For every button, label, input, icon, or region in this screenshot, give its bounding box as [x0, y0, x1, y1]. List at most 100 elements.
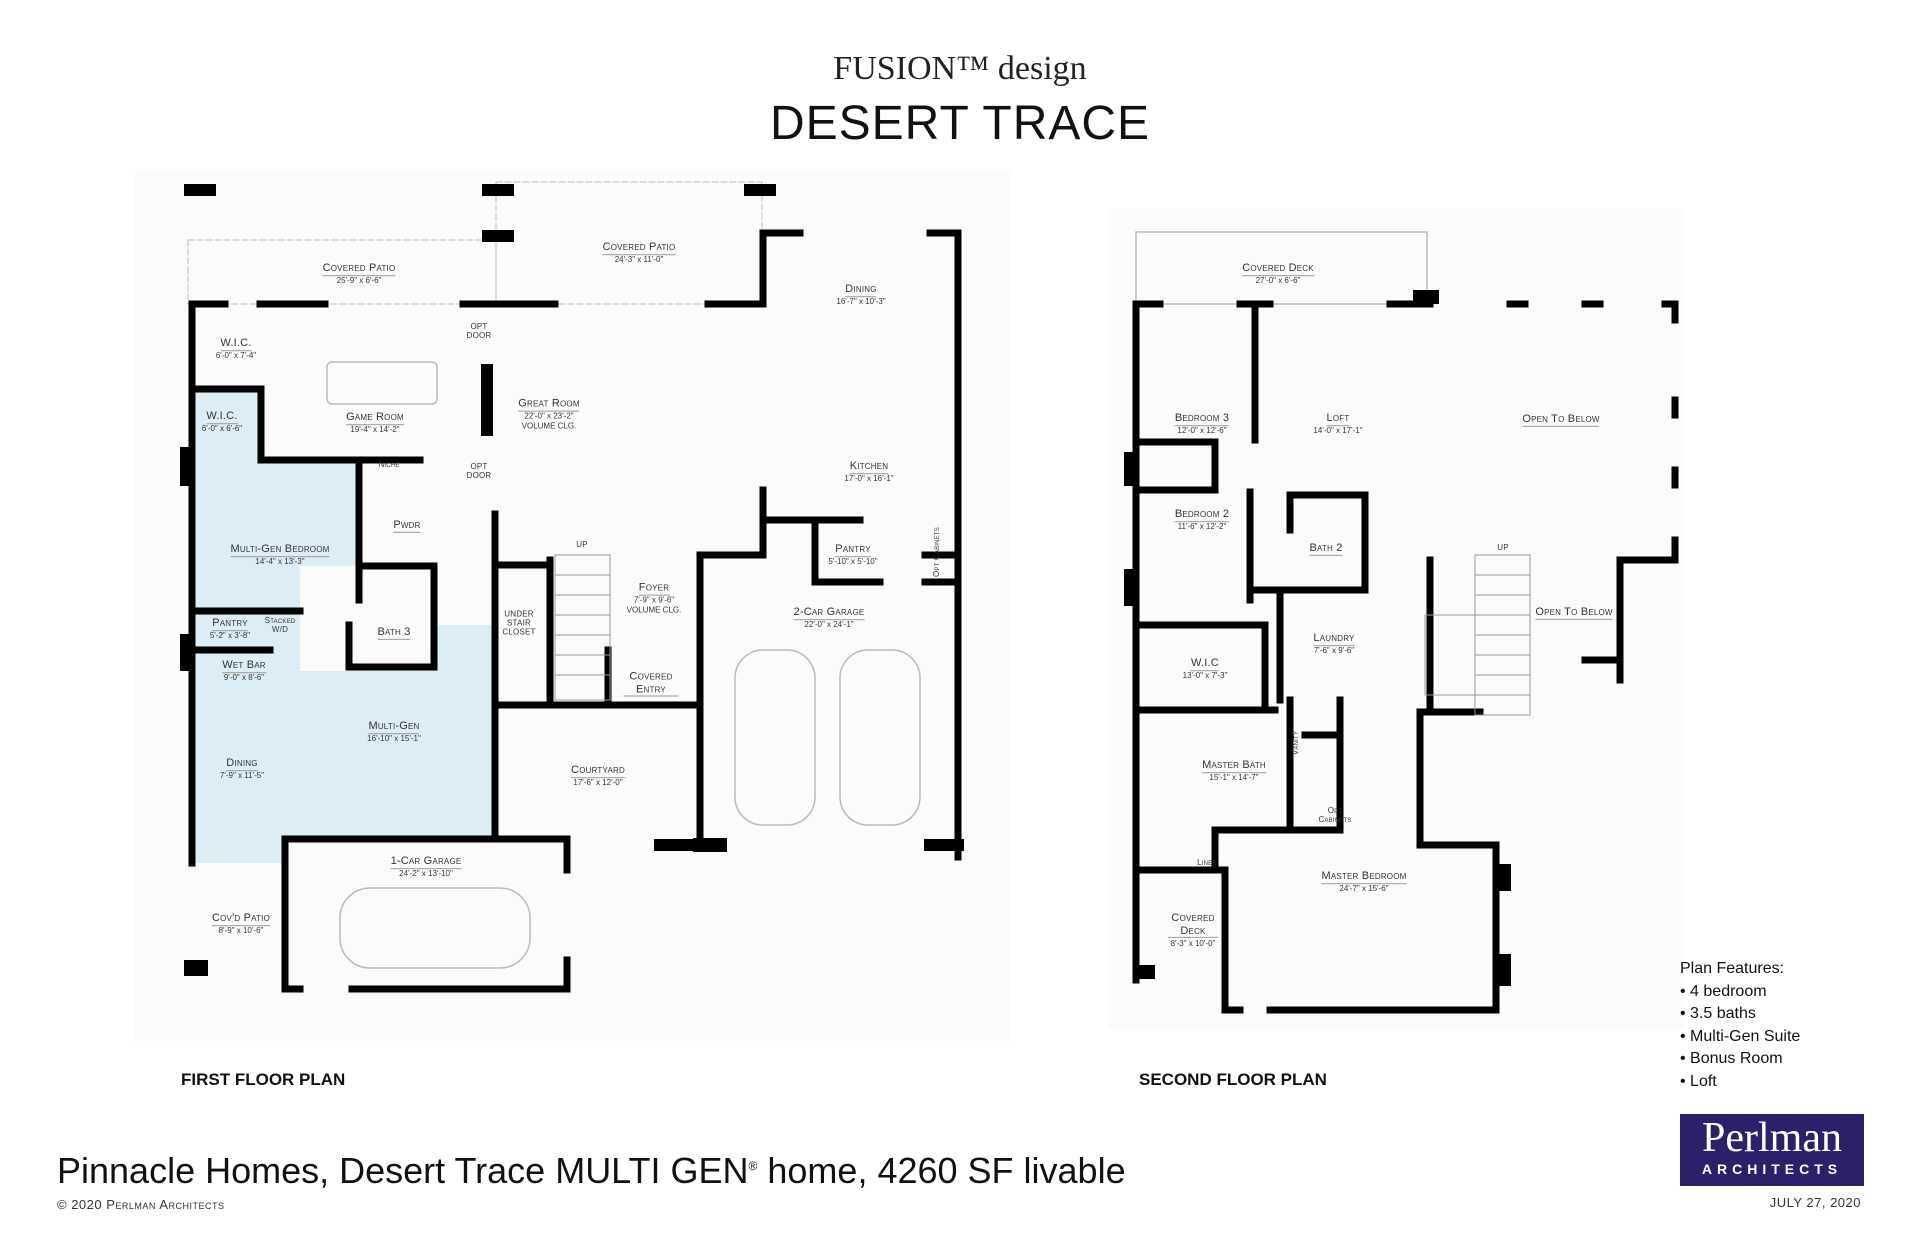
- room-name: Covered Deck: [1168, 912, 1218, 939]
- label-stacked-wd: Stacked W/D: [264, 616, 296, 638]
- second-floor-stairs: [1424, 554, 1531, 716]
- footer-text-b: home, 4260 SF livable: [757, 1150, 1126, 1191]
- room-name: UNDER STAIR CLOSET: [502, 609, 536, 637]
- room-bath-2: Bath 2: [1309, 538, 1343, 556]
- room-dims: 6'-0" x 6'-6": [201, 424, 243, 434]
- first-floor-plan-label: FIRST FLOOR PLAN: [181, 1070, 346, 1089]
- room-name: Niche: [378, 459, 400, 469]
- room-bath-3: Bath 3: [377, 622, 411, 640]
- feature-item: • 4 bedroom: [1680, 982, 1767, 1000]
- room-name: Dining: [845, 283, 877, 297]
- room-dims: 19'-4" x 14'-2": [350, 425, 400, 435]
- room-name: Courtyard: [571, 764, 625, 778]
- room-name: Multi-Gen Bedroom: [230, 543, 330, 557]
- room-name: Covered Patio: [322, 262, 396, 276]
- room-name: OPT DOOR: [466, 462, 492, 481]
- room-wic-2: W.I.C.6'-0" x 6'-6": [202, 406, 242, 434]
- second-floor-plan-label: SECOND FLOOR PLAN: [1139, 1070, 1327, 1089]
- room-name: Open To Below: [1522, 412, 1600, 427]
- room-dims: 7'-9" x 9'-6": [633, 596, 675, 606]
- room-name: Master Bath: [1202, 759, 1266, 773]
- room-name: Pwdr: [393, 518, 421, 533]
- room-dims: 22'-0" x 24'-1": [804, 620, 854, 630]
- footer-description: Pinnacle Homes, Desert Trace MULTI GEN® …: [57, 1150, 1126, 1192]
- room-dims: 25'-9" x 6'-6": [336, 276, 382, 286]
- room-dims: 5'-10" x 5'-10": [828, 557, 878, 567]
- room-name: W.I.C.: [220, 337, 252, 351]
- room-dims: 9'-0" x 8'-6": [223, 673, 265, 683]
- room-name: Pantry: [835, 543, 871, 557]
- room-dims: 6'-0" x 7'-4": [215, 351, 257, 361]
- room-name: Covered Deck: [1242, 262, 1314, 276]
- room-name: OPT DOOR: [466, 322, 492, 341]
- room-wic-1: W.I.C.6'-0" x 7'-4": [216, 333, 256, 361]
- registered-mark: ®: [748, 1159, 758, 1173]
- label-open-to-below-1: Open To Below: [1522, 409, 1600, 427]
- multigen-suite-highlight: [196, 389, 495, 863]
- room-name: W.I.C: [1191, 657, 1219, 671]
- room-name: Opt Cabinets: [931, 527, 941, 577]
- room-name: Bath 2: [1309, 541, 1343, 556]
- page-title: DESERT TRACE: [769, 97, 1151, 150]
- copyright: © 2020 Perlman Architects: [57, 1197, 225, 1212]
- label-opt-door-2: OPT DOOR: [464, 462, 494, 484]
- room-dims: 14'-4" x 13'-3": [255, 557, 305, 567]
- label-open-to-below-2: Open To Below: [1535, 602, 1613, 620]
- room-name: Bedroom 2: [1174, 508, 1230, 522]
- room-name: Covered Patio: [602, 241, 676, 255]
- feature-item: • 3.5 baths: [1680, 1005, 1756, 1022]
- room-name: Cov'd Patio: [211, 912, 271, 926]
- room-dims: 16'-10" x 15'-1": [367, 734, 421, 744]
- room-dims: 24'-2" x 13'-10": [399, 869, 453, 879]
- room-name: Kitchen: [849, 460, 889, 474]
- room-name: Game Room: [346, 411, 404, 425]
- first-floor-walls: [180, 181, 964, 993]
- room-name: UP: [1497, 542, 1509, 552]
- room-name: Loft: [1326, 412, 1350, 426]
- room-dims: 17'-0" x 16'-1": [844, 474, 894, 484]
- room-dims: 22'-0" x 23'-2": [524, 412, 574, 422]
- feature-item: • Loft: [1680, 1072, 1717, 1090]
- room-powder: Pwdr: [393, 515, 421, 533]
- room-dims: 24'-7" x 15'-6": [1339, 884, 1389, 894]
- room-dims: 17'-6" x 12'-0": [573, 778, 623, 788]
- room-name: Pantry: [212, 617, 248, 631]
- room-name: UP: [576, 539, 588, 549]
- label-under-stair-closet: UNDER STAIR CLOSET: [499, 610, 539, 641]
- room-dims: 8'-3" x 10'-0": [1170, 938, 1216, 948]
- room-dims: 12'-0" x 12'-6": [1177, 426, 1227, 436]
- logo-subtitle: ARCHITECTS: [1701, 1161, 1843, 1177]
- second-floor-walls: [1124, 231, 1679, 1014]
- label-stair-up: UP: [576, 534, 588, 552]
- room-name: Opt Cabinets: [1318, 806, 1352, 825]
- perlman-architects-logo: Perlman ARCHITECTS: [1680, 1114, 1864, 1186]
- room-name: Foyer: [638, 581, 670, 596]
- room-dims: 8'-9" x 10'-6": [218, 926, 264, 936]
- room-name: Master Bedroom: [1321, 870, 1407, 884]
- room-name: Linen: [1197, 857, 1217, 867]
- room-dims: 5'-2" x 3'-8": [209, 631, 251, 641]
- brand-subtitle: FUSION™ design: [833, 50, 1087, 87]
- room-name: W.I.C.: [206, 410, 238, 424]
